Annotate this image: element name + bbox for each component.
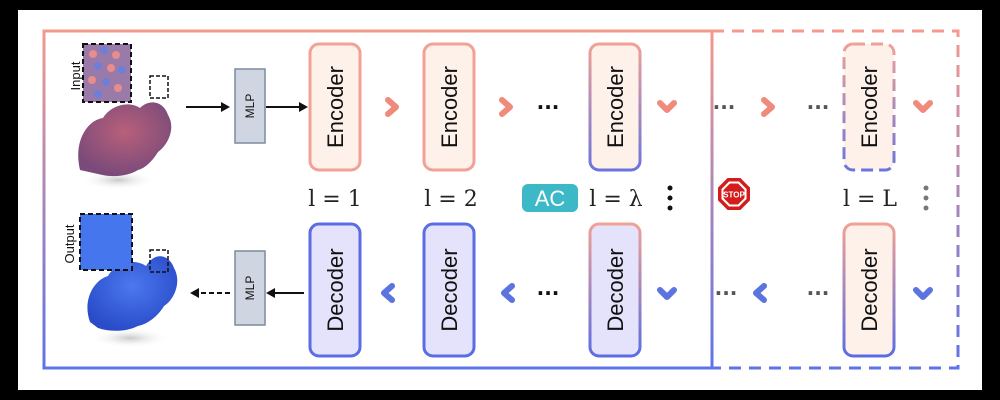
ac-label: AC bbox=[535, 186, 566, 211]
dashed-frame bbox=[710, 29, 960, 370]
input-point-cloud: Input bbox=[68, 43, 172, 190]
chevron-down-icon bbox=[913, 100, 933, 113]
encoder-label: Encoder bbox=[437, 66, 462, 148]
mlp-bottom-label: MLP bbox=[243, 276, 257, 301]
chevron-right-icon bbox=[761, 97, 775, 117]
decoder-block-L: Decoder bbox=[842, 222, 896, 358]
encoder-label: Encoder bbox=[857, 66, 882, 148]
output-zoom-region bbox=[149, 249, 169, 273]
output-zoom-inset bbox=[79, 213, 133, 271]
decoder-label: Decoder bbox=[323, 248, 348, 331]
ellipsis-encoder: ··· bbox=[537, 95, 560, 119]
vertical-ellipsis bbox=[923, 185, 929, 211]
chevron-left-icon bbox=[381, 283, 395, 303]
diagram-panel: Input Output MLP MLP Encoder Encoder En bbox=[18, 10, 982, 390]
encoder-block-2: Encoder bbox=[422, 42, 476, 172]
encoder-block-1: Encoder bbox=[308, 42, 362, 172]
layer-label-L: l = L bbox=[843, 187, 897, 212]
input-arrows bbox=[186, 102, 308, 112]
vertical-ellipsis bbox=[667, 185, 673, 211]
solid-frame bbox=[42, 29, 714, 370]
ellipsis-encoder: ··· bbox=[713, 95, 736, 119]
output-arrows bbox=[190, 288, 304, 298]
pipeline-diagram: Input Output MLP MLP Encoder Encoder En bbox=[42, 29, 960, 370]
encoder-block-lambda: Encoder bbox=[588, 42, 642, 172]
decoder-block-2: Decoder bbox=[422, 222, 476, 358]
encoder-block-L: Encoder bbox=[842, 42, 896, 172]
decoder-block-lambda: Decoder bbox=[588, 222, 642, 358]
stop-sign-icon: STOP bbox=[718, 178, 750, 210]
encoder-label: Encoder bbox=[603, 66, 628, 148]
chevron-down-icon bbox=[657, 287, 677, 300]
chevron-down-icon bbox=[657, 100, 677, 113]
input-label: Input bbox=[68, 61, 83, 90]
mlp-encoder-block bbox=[234, 68, 266, 144]
ellipsis-encoder: ··· bbox=[807, 95, 830, 119]
chevron-down-icon bbox=[913, 287, 933, 300]
ellipsis-decoder: ··· bbox=[715, 281, 738, 305]
layer-label-1: l = 1 bbox=[308, 187, 361, 212]
ellipsis-decoder: ··· bbox=[537, 281, 560, 305]
decoder-label: Decoder bbox=[857, 248, 882, 331]
chevron-right-icon bbox=[385, 97, 399, 117]
chevron-left-icon bbox=[501, 283, 515, 303]
layer-label-2: l = 2 bbox=[424, 187, 477, 212]
ellipsis-decoder: ··· bbox=[807, 281, 830, 305]
layer-label-lambda: l = λ bbox=[589, 187, 642, 212]
decoder-label: Decoder bbox=[603, 248, 628, 331]
input-zoom-region bbox=[149, 75, 169, 99]
output-mesh: Output bbox=[62, 213, 178, 348]
encoder-label: Encoder bbox=[323, 66, 348, 148]
output-label: Output bbox=[62, 224, 77, 263]
decoder-label: Decoder bbox=[437, 248, 462, 331]
chevron-right-icon bbox=[499, 97, 513, 117]
chevron-left-icon bbox=[753, 283, 767, 303]
ac-badge bbox=[522, 184, 578, 212]
mlp-top-label: MLP bbox=[243, 94, 257, 119]
decoder-block-1: Decoder bbox=[308, 222, 362, 358]
mlp-decoder-block bbox=[234, 250, 266, 326]
svg-text:STOP: STOP bbox=[723, 191, 745, 200]
